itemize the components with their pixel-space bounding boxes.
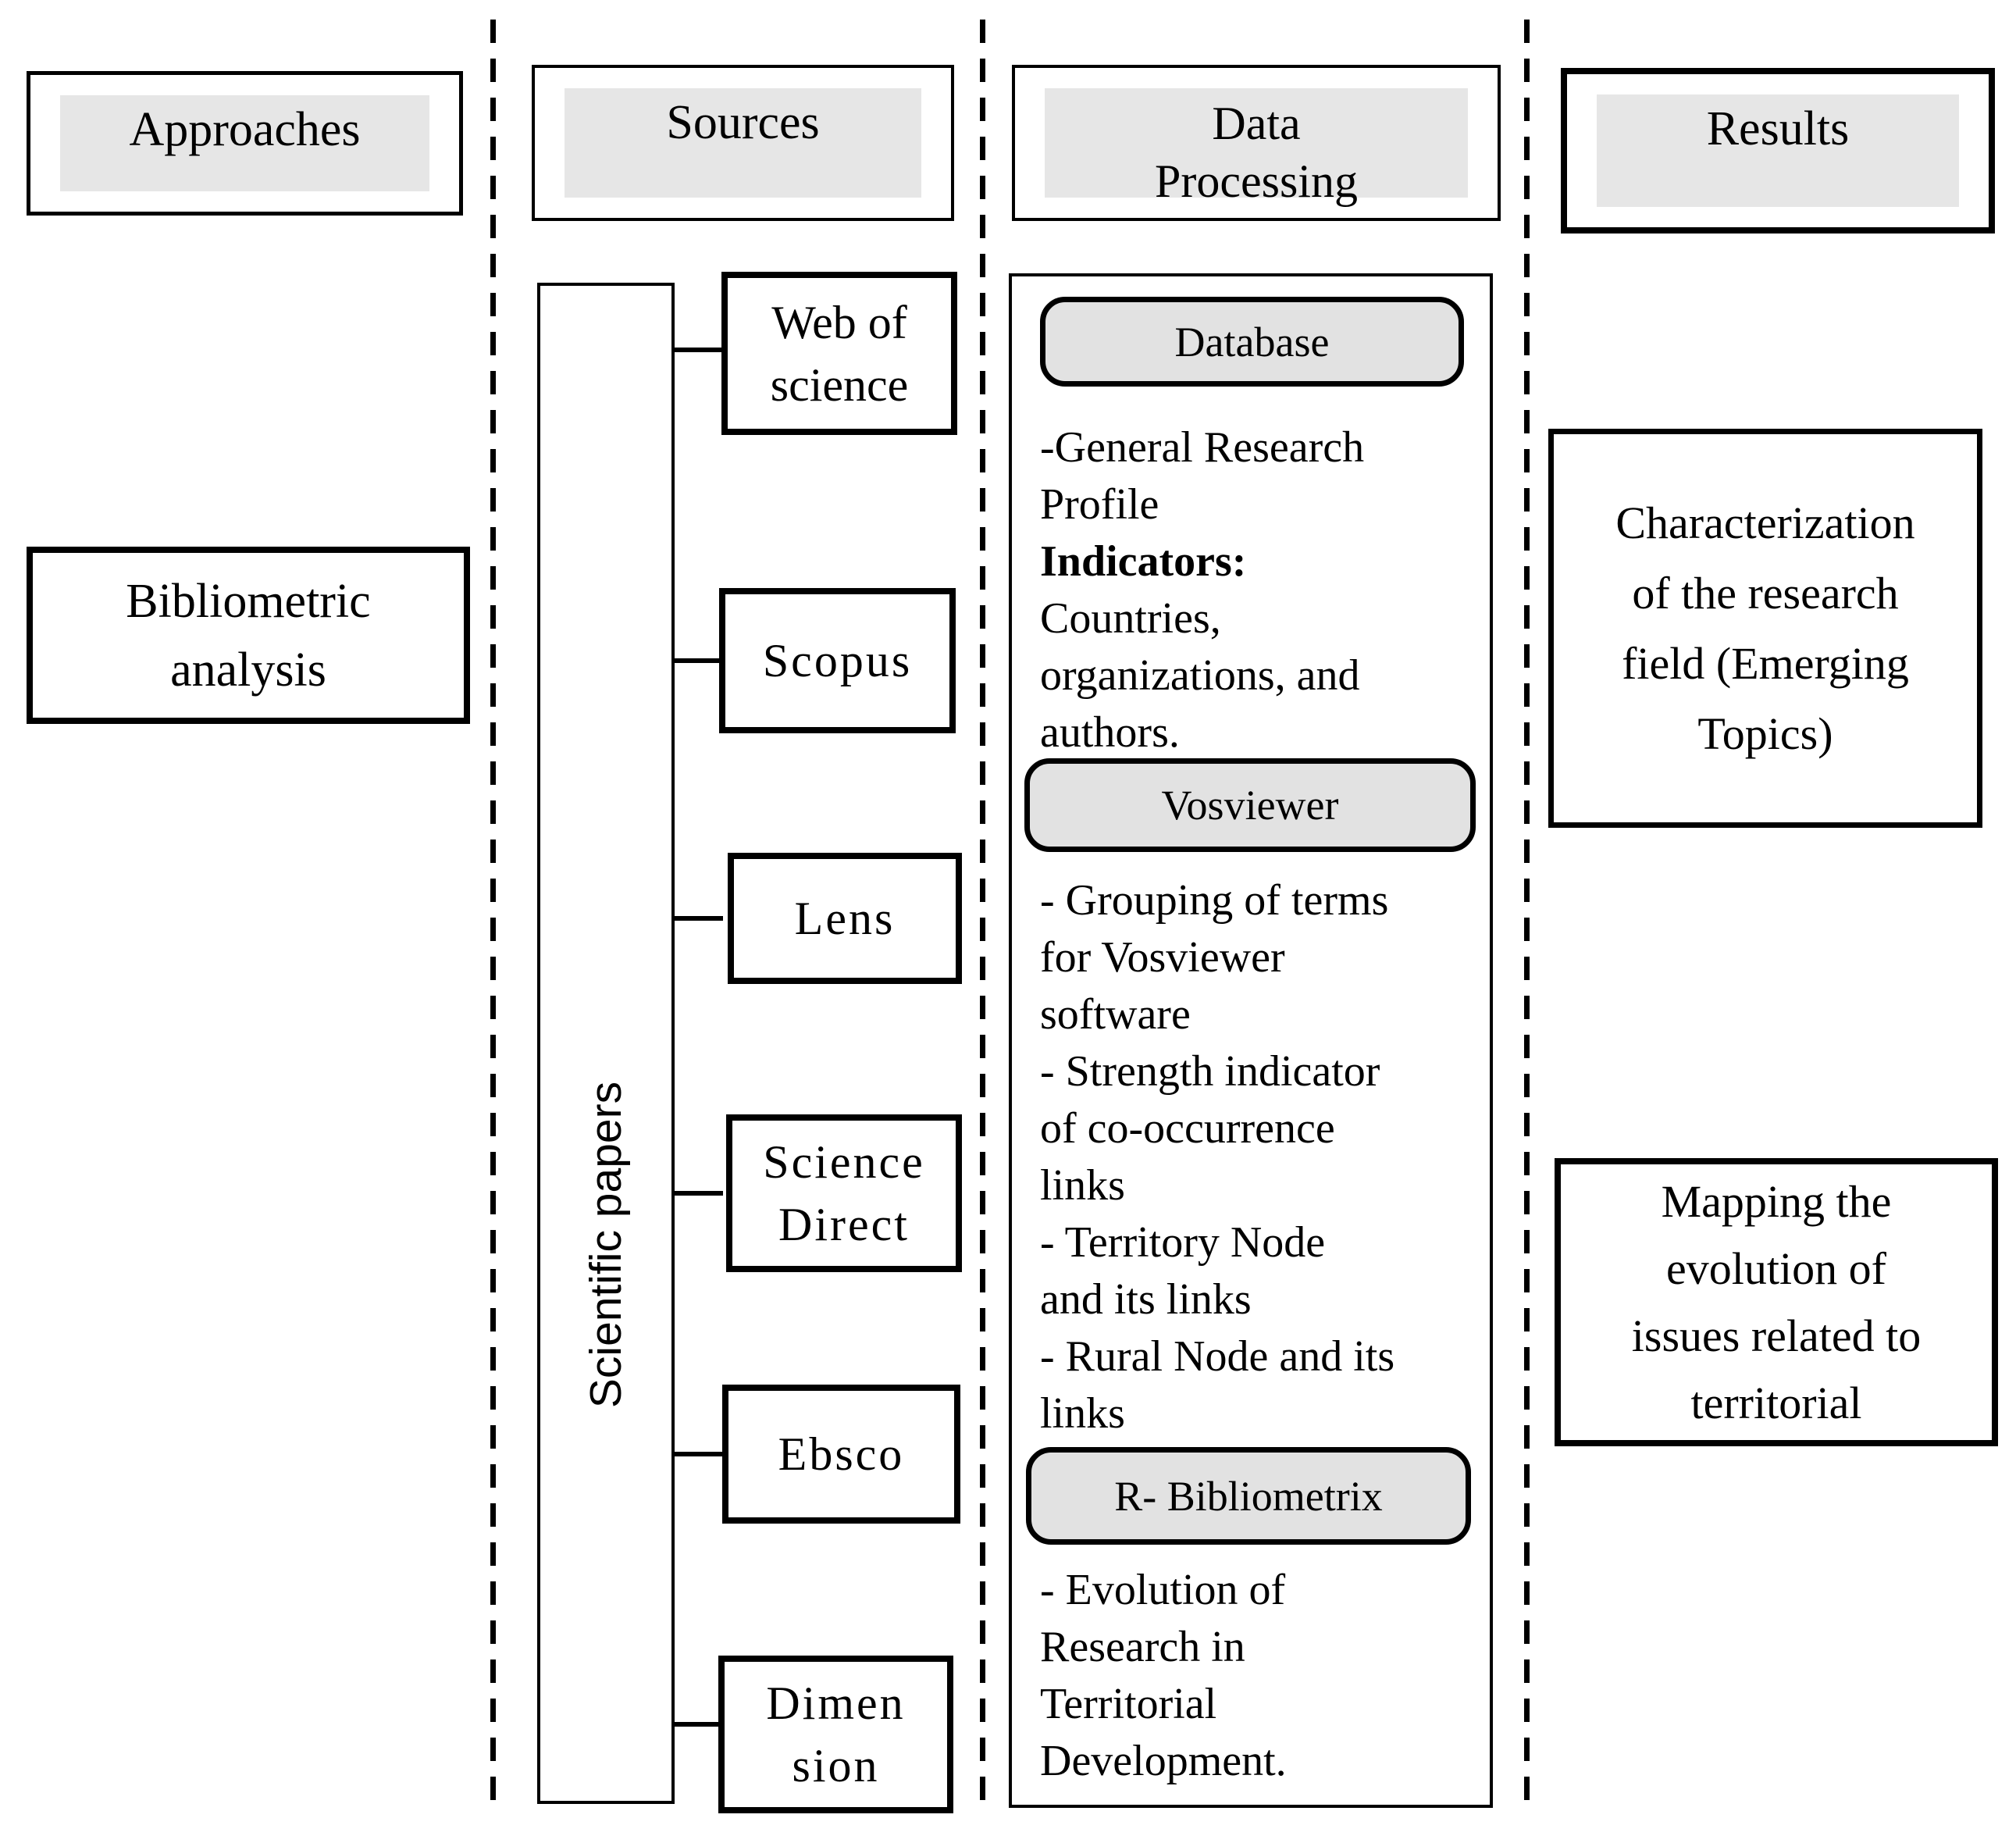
column-divider-2	[980, 20, 985, 1808]
results-header-label: Results	[1706, 102, 1850, 155]
note-line: - Grouping of terms	[1040, 876, 1389, 925]
note-line: - Territory Node	[1040, 1218, 1326, 1267]
result-mapping-label: Mapping the evolution of issues related …	[1631, 1175, 1922, 1428]
source-box-lens: Lens	[728, 853, 962, 984]
result-box-mapping: Mapping the evolution of issues related …	[1555, 1158, 1998, 1446]
approaches-header-fill: Approaches	[60, 95, 429, 191]
result-box-characterization: Characterization of the research field (…	[1548, 429, 1982, 828]
data-processing-panel: Database -General Research Profile Indic…	[1009, 273, 1493, 1808]
source-label-line: Direct	[778, 1199, 910, 1250]
note-line: -General Research	[1040, 423, 1365, 472]
r-bibliometrix-notes: - Evolution of Research in Territorial D…	[1040, 1562, 1287, 1790]
source-label-line: Science	[763, 1136, 925, 1188]
approaches-header-box: Approaches	[27, 71, 463, 216]
scientific-papers-group-box: Scientific papers	[537, 283, 675, 1804]
note-line: links	[1040, 1389, 1125, 1438]
source-box-scopus: Scopus	[719, 588, 956, 733]
database-badge-label: Database	[1174, 318, 1330, 365]
results-header-fill: Results	[1597, 94, 1959, 207]
data-processing-header-label-line2: Processing	[1155, 155, 1358, 207]
note-line: and its links	[1040, 1275, 1252, 1324]
note-line: Research in	[1040, 1623, 1245, 1671]
sources-header-box: Sources	[532, 65, 954, 221]
connector-line-ebsco	[671, 1452, 723, 1456]
note-line: Territorial	[1040, 1680, 1217, 1728]
connector-line-science-direct	[671, 1191, 723, 1196]
source-label-line: sion	[792, 1740, 880, 1791]
bibliometric-analysis-box: Bibliometric analysis	[27, 547, 470, 724]
scientific-papers-label: Scientific papers	[581, 1081, 631, 1409]
r-bibliometrix-badge: R- Bibliometrix	[1026, 1447, 1471, 1545]
note-line: authors.	[1040, 708, 1180, 757]
data-processing-header-fill: Data Processing	[1045, 88, 1468, 207]
note-line: Indicators:	[1040, 537, 1247, 586]
source-box-dimension: Dimen sion	[718, 1656, 953, 1813]
note-line: - Evolution of	[1040, 1566, 1286, 1614]
r-bibliometrix-badge-label: R- Bibliometrix	[1114, 1472, 1383, 1520]
note-line: Countries,	[1040, 594, 1221, 643]
source-label-line: Scopus	[762, 635, 913, 686]
vosviewer-notes: - Grouping of terms for Vosviewer softwa…	[1040, 872, 1394, 1442]
note-line: of co-occurrence	[1040, 1104, 1335, 1153]
database-notes: -General Research Profile Indicators: Co…	[1040, 419, 1364, 761]
vosviewer-badge: Vosviewer	[1024, 758, 1476, 852]
note-line: Profile	[1040, 480, 1159, 529]
result-characterization-label: Characterization of the research field (…	[1615, 497, 1915, 759]
source-label-line: Ebsco	[778, 1428, 905, 1480]
note-line: organizations, and	[1040, 651, 1360, 700]
column-divider-3	[1524, 20, 1530, 1808]
source-label-line: science	[770, 358, 909, 411]
data-processing-header-label-line1: Data	[1212, 98, 1301, 149]
note-line: links	[1040, 1161, 1125, 1210]
vosviewer-badge-label: Vosviewer	[1161, 782, 1339, 829]
results-header-box: Results	[1561, 68, 1995, 233]
sources-header-label: Sources	[666, 96, 820, 149]
connector-line-web-of-science	[671, 348, 723, 352]
source-box-ebsco: Ebsco	[722, 1385, 960, 1524]
connector-line-lens	[671, 916, 723, 921]
source-box-web-of-science: Web of science	[721, 272, 957, 435]
database-badge: Database	[1040, 297, 1464, 387]
bibliometric-analysis-label: Bibliometric analysis	[126, 574, 371, 697]
note-line: software	[1040, 990, 1191, 1039]
note-line: Development.	[1040, 1737, 1287, 1785]
source-label-line: Lens	[794, 893, 896, 944]
connector-line-scopus	[671, 658, 723, 663]
approaches-header-label: Approaches	[129, 103, 361, 156]
connector-line-dimension	[671, 1722, 723, 1727]
column-divider-1	[490, 20, 496, 1808]
source-label-line: Web of	[771, 296, 907, 348]
sources-header-fill: Sources	[565, 88, 921, 198]
data-processing-header-box: Data Processing	[1012, 65, 1501, 221]
note-line: - Rural Node and its	[1040, 1332, 1395, 1381]
note-line: - Strength indicator	[1040, 1047, 1380, 1096]
note-line: for Vosviewer	[1040, 933, 1285, 982]
source-box-science-direct: Science Direct	[726, 1114, 962, 1272]
source-label-line: Dimen	[766, 1677, 906, 1729]
